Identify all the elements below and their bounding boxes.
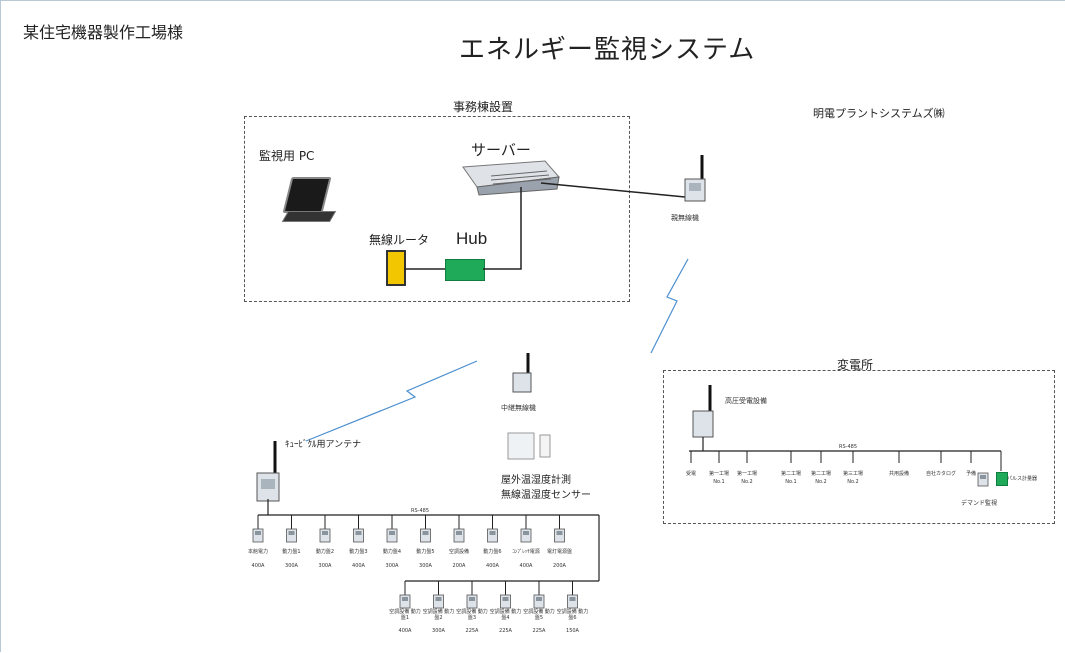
meter-icon: [554, 528, 565, 543]
feeder-sub: No.1: [785, 479, 797, 485]
sensor-label-2: 無線温湿度センサー: [501, 490, 591, 501]
hub-icon: [445, 259, 485, 281]
server-label: サーバー: [471, 141, 531, 159]
client-name: 某住宅機器製作工場様: [23, 23, 184, 42]
meter-name: 電灯電源盤: [546, 549, 572, 555]
meter-icon: [977, 472, 989, 487]
meter-icon: [500, 594, 511, 609]
sensor-label-1: 屋外温湿度計測: [501, 475, 571, 486]
hv-equipment-label: 高圧受電設備: [725, 397, 767, 405]
meter-name: 動力盤6: [483, 549, 502, 555]
meter-name: 空調設備: [448, 549, 469, 555]
feeder-name: 共用設備: [888, 471, 909, 477]
meter-icon: [386, 528, 398, 543]
meter-icon: [533, 594, 545, 609]
meter-name: ｺﾝﾌﾟﾚｯｻ電源: [512, 549, 540, 555]
meter-icon: [420, 528, 431, 543]
meter-name: 空調設備 動力盤4: [489, 609, 522, 621]
substation-group-box: [663, 370, 1055, 524]
feeder-name: 第一工場: [736, 471, 757, 477]
meter-icon: [433, 594, 444, 609]
meter-name: 動力盤1: [282, 549, 301, 555]
pulse-counter-label: パルス計量器: [1007, 476, 1038, 482]
wireless-router-icon: [386, 250, 406, 286]
substation-group-label: 変電所: [837, 358, 874, 372]
meter-icon: [353, 528, 364, 543]
meter-name: 空調設備 動力盤2: [422, 609, 455, 621]
relay-unit-label: 中継無線機: [501, 404, 536, 412]
meter-amp: 300A: [318, 563, 332, 569]
master-wireless-unit-icon: [684, 155, 706, 202]
master-unit-label: 親無線機: [671, 214, 699, 222]
temperature-humidity-sensor-icon: [507, 432, 551, 460]
meter-name: 動力盤2: [315, 549, 335, 555]
meter-amp: 300A: [419, 563, 432, 569]
meter-icon: [453, 528, 465, 543]
meter-name: 動力盤3: [349, 549, 368, 555]
relay-unit-icon: [512, 353, 532, 393]
meter-amp: 200A: [452, 563, 466, 569]
feeder-name: 第一工場: [708, 471, 729, 477]
feeder-name: 受電: [685, 471, 696, 477]
router-label: 無線ルータ: [369, 233, 430, 247]
feeder-name: 第二工場: [810, 471, 831, 477]
pulse-counter-icon: [996, 472, 1008, 486]
feeder-name: 第三工場: [842, 471, 863, 477]
meter-amp: 225A: [499, 628, 512, 634]
meter-icon: [567, 594, 578, 609]
feeder-name: 第二工場: [780, 471, 801, 477]
meter-icon: [399, 594, 411, 609]
meter-icon: [520, 528, 532, 543]
meter-amp: 300A: [385, 563, 399, 569]
demand-monitor-label: デマンド監視: [961, 500, 998, 507]
bus-label: RS-485: [839, 444, 857, 450]
feeder-name: 自社カタログ: [925, 471, 956, 477]
meter-amp: 225A: [532, 628, 546, 634]
meter-icon: [319, 528, 331, 543]
meter-icon: [466, 594, 478, 609]
meter-name: 空調設備 動力盤3: [456, 609, 488, 621]
company-name: 明電プラントシステムズ㈱: [813, 107, 945, 120]
meter-icon: [286, 528, 297, 543]
monitor-pc-label: 監視用 PC: [259, 149, 315, 163]
meter-amp: 400A: [519, 563, 533, 569]
page-title: エネルギー監視システム: [459, 35, 756, 65]
meter-amp: 400A: [251, 563, 265, 569]
feeder-sub: No.1: [713, 479, 725, 485]
feeder-sub: No.2: [741, 479, 753, 485]
meter-name: 本館電力: [247, 549, 268, 555]
meter-name: 空調設備 動力盤5: [523, 609, 555, 621]
meter-icon: [252, 528, 264, 543]
meter-name: 空調設備 動力盤1: [389, 609, 421, 621]
meter-amp: 300A: [285, 563, 298, 569]
meter-icon: [487, 528, 498, 543]
meter-amp: 150A: [566, 628, 579, 634]
office-group-label: 事務棟設置: [453, 100, 514, 114]
office-group-box: [244, 116, 630, 302]
meter-amp: 400A: [486, 563, 499, 569]
feeder-sub: No.2: [815, 479, 827, 485]
meter-amp: 200A: [553, 563, 566, 569]
meter-name: 動力盤4: [382, 549, 402, 555]
bus-label: RS-485: [411, 508, 429, 514]
antenna-label: ｷｭｰﾋﾞｸﾙ用アンテナ: [285, 440, 362, 450]
meter-name: 空調設備 動力盤6: [556, 609, 589, 621]
feeder-sub: No.2: [847, 479, 859, 485]
hub-label: Hub: [456, 229, 488, 248]
meter-amp: 400A: [352, 563, 365, 569]
meter-name: 動力盤5: [416, 549, 435, 555]
meter-amp: 225A: [465, 628, 479, 634]
meter-amp: 400A: [398, 628, 412, 634]
feeder-name: 予備: [965, 471, 976, 477]
meter-amp: 300A: [432, 628, 445, 634]
server-icon: [462, 160, 560, 196]
